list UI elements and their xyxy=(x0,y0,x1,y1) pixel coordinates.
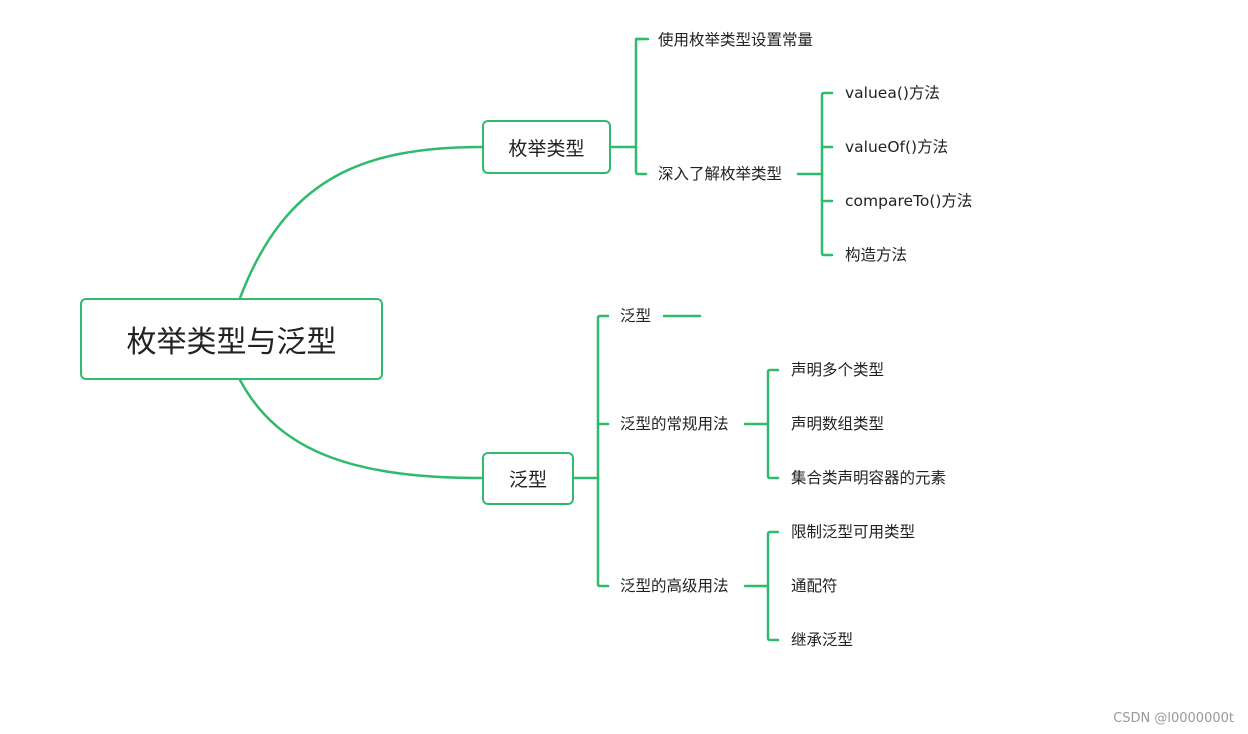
leaf-wildcard[interactable]: 通配符 xyxy=(791,577,838,595)
subtopic-generics-advanced-usage[interactable]: 泛型的高级用法 xyxy=(620,577,729,595)
leaf-compareto-method[interactable]: compareTo()方法 xyxy=(845,192,973,210)
leaf-constructor[interactable]: 构造方法 xyxy=(845,246,908,264)
leaf-valueof-method[interactable]: valueOf()方法 xyxy=(845,138,949,156)
deep-bracket xyxy=(820,91,834,257)
leaf-bounded-types[interactable]: 限制泛型可用类型 xyxy=(791,523,916,541)
subtopic-generics-regular-usage[interactable]: 泛型的常规用法 xyxy=(620,415,729,433)
subtopic-enum-deep-dive[interactable]: 深入了解枚举类型 xyxy=(658,165,783,183)
watermark: CSDN @l0000000t xyxy=(1113,711,1234,726)
subtopic-enum-constants[interactable]: 使用枚举类型设置常量 xyxy=(658,31,814,49)
leaf-multiple-types[interactable]: 声明多个类型 xyxy=(791,361,885,379)
enum-bracket xyxy=(634,37,648,176)
root-to-generic-link xyxy=(238,378,484,480)
root-to-enum-link xyxy=(238,145,484,300)
topic-enum-types-label: 枚举类型 xyxy=(508,137,585,160)
leaf-inherit-generics[interactable]: 继承泛型 xyxy=(791,631,854,649)
root-topic-label: 枚举类型与泛型 xyxy=(126,325,337,360)
leaf-array-types[interactable]: 声明数组类型 xyxy=(791,415,885,433)
root-topic[interactable]: 枚举类型与泛型 xyxy=(80,298,383,380)
advanced-bracket xyxy=(766,530,780,642)
generic-bracket xyxy=(596,314,610,588)
topic-generics[interactable]: 泛型 xyxy=(482,452,574,505)
topic-generics-label: 泛型 xyxy=(508,469,547,491)
topic-enum-types[interactable]: 枚举类型 xyxy=(482,120,611,174)
regular-bracket xyxy=(766,368,780,480)
leaf-values-method[interactable]: valuea()方法 xyxy=(845,84,940,102)
subtopic-generics-basic[interactable]: 泛型 xyxy=(620,307,652,325)
leaf-collection-elements[interactable]: 集合类声明容器的元素 xyxy=(791,469,947,487)
